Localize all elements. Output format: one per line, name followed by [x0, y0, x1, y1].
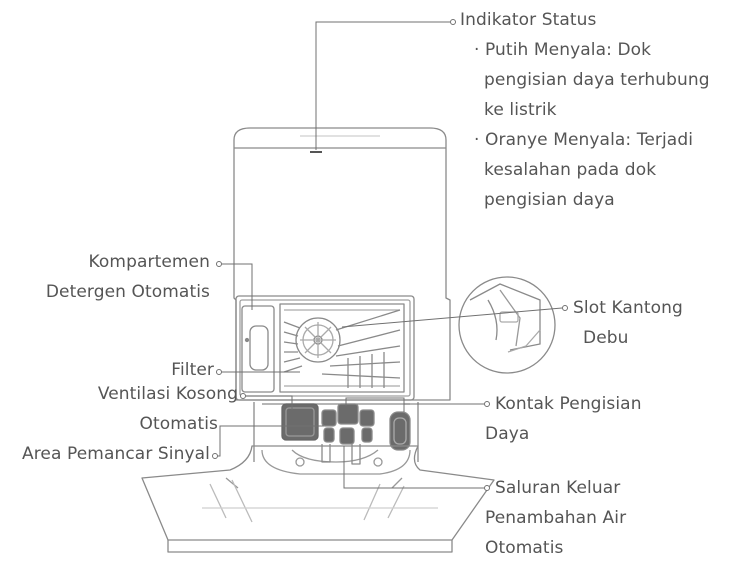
leader-signal	[218, 425, 324, 457]
detergent-cartridge	[241, 305, 275, 393]
label-dust-bag-2: Debu	[583, 328, 629, 348]
charging-contact-right	[389, 411, 411, 451]
label-filter: Filter	[171, 360, 214, 380]
label-water-2: Penambahan Air	[485, 508, 627, 528]
label-status-title: Indikator Status	[460, 10, 597, 30]
leader-dust-bag	[341, 307, 563, 328]
label-signal-area: Area Pemancar Sinyal	[21, 444, 210, 464]
label-dust-bag-1: Slot Kantong	[573, 298, 683, 318]
leader-detergent	[222, 263, 253, 310]
label-status-white-2: pengisian daya terhubung	[484, 70, 710, 90]
dock-tower	[233, 127, 451, 401]
label-status-white-3: ke listrik	[484, 100, 557, 120]
label-status-white-1: · Putih Menyala: Dok	[474, 40, 652, 60]
label-status-orange-3: pengisian daya	[484, 190, 615, 210]
contact-module	[321, 409, 337, 427]
label-detergent-2: Detergen Otomatis	[45, 282, 210, 302]
label-water-3: Otomatis	[485, 538, 564, 558]
dust-chamber	[279, 303, 405, 393]
leader-status	[315, 21, 450, 150]
filter-fan	[295, 317, 341, 363]
label-charging-1: Kontak Pengisian	[495, 394, 642, 414]
vent-opening	[281, 403, 319, 441]
label-status-orange-1: · Oranye Menyala: Terjadi	[474, 130, 694, 150]
label-water-1: Saluran Keluar	[495, 478, 621, 498]
docking-bay	[253, 402, 419, 462]
label-vent-2: Otomatis	[139, 414, 218, 434]
leader-vent	[246, 395, 293, 410]
label-charging-2: Daya	[485, 424, 530, 444]
leader-charging	[345, 397, 405, 412]
leader-water	[343, 446, 484, 489]
compartment-frame	[235, 295, 415, 401]
label-status-orange-2: kesalahan pada dok	[484, 160, 657, 180]
zoom-inset	[458, 276, 556, 374]
label-vent-1: Ventilasi Kosong	[97, 384, 238, 404]
label-detergent-1: Kompartemen	[88, 252, 210, 272]
